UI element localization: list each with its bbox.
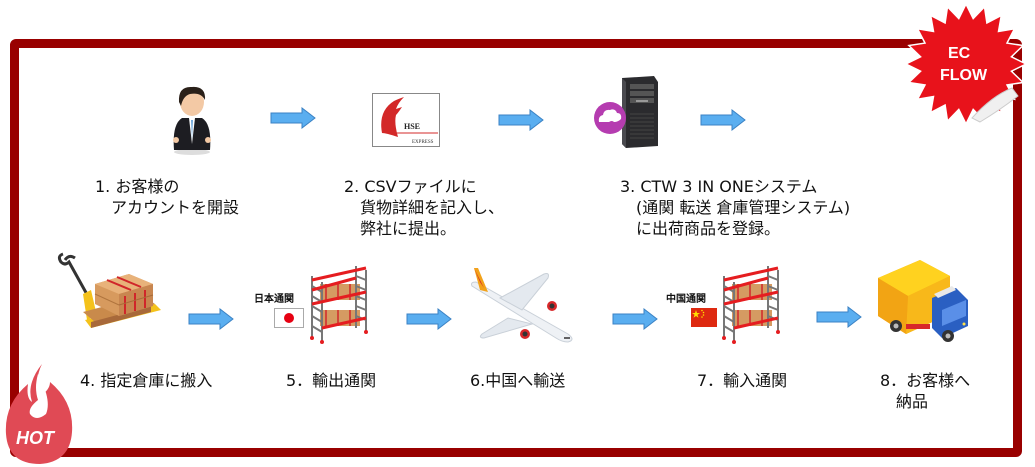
step-2-line-2: 貨物詳細を記入し、 (344, 198, 505, 217)
pallet-jack-icon (57, 252, 161, 328)
step-1-line-2: アカウントを開設 (95, 198, 240, 217)
ec-flow-text-line-1: EC (948, 45, 971, 62)
cloud-server-icon (594, 76, 658, 148)
hse-logo-subtext: EXPRESS (412, 140, 434, 145)
arrow-1-to-2-icon (270, 107, 316, 129)
step-5-line-1: 5．輸出通関 (286, 371, 377, 390)
hot-flame-badge: HOT (5, 364, 73, 464)
japan-customs-caption: 日本通関 (254, 294, 294, 305)
arrow-2-to-3-icon (498, 109, 544, 131)
airplane-icon (471, 268, 573, 343)
hot-text: HOT (16, 428, 56, 448)
step-5-label: 5．輸出通関 (286, 370, 376, 391)
step-6-label: 6.中国へ輸送 (470, 370, 565, 391)
step-3-line-1: 3. CTW 3 IN ONEシステム (620, 177, 818, 196)
businessman-icon (173, 86, 211, 155)
step-2-line-3: 弊社に提出。 (344, 219, 457, 238)
hse-logo-text: HSE (404, 122, 420, 131)
step-2-line-1: 2. CSVファイルに (344, 177, 477, 196)
step-4-label: 4. 指定倉庫に搬入 (80, 370, 212, 391)
step-2-label: 2. CSVファイルに 貨物詳細を記入し、 弊社に提出。 (344, 176, 504, 239)
ec-flow-starburst-badge: EC FLOW (904, 2, 1028, 125)
step-7-line-1: 7．輸入通関 (697, 371, 788, 390)
delivery-truck-icon (878, 260, 968, 342)
flow-frame (10, 39, 1022, 457)
step-1-label: 1. お客様の アカウントを開設 (95, 176, 239, 218)
starburst-shape (904, 2, 1028, 125)
arrow-7-to-8-icon (816, 306, 862, 328)
warehouse-rack-icon (722, 266, 780, 344)
warehouse-rack-icon (310, 266, 368, 344)
china-customs-caption: 中国通関 (666, 294, 706, 305)
ec-flow-text-line-2: FLOW (940, 67, 988, 84)
china-flag-icon (691, 308, 717, 327)
japan-flag-icon (274, 308, 304, 328)
step-8-label: 8．お客様へ 納品 (880, 370, 970, 412)
step-3-label: 3. CTW 3 IN ONEシステム (通関 転送 倉庫管理システム) に出荷… (620, 176, 850, 239)
arrow-4-to-5-icon (188, 308, 234, 330)
step-3-line-2: (通関 転送 倉庫管理システム) (620, 198, 851, 217)
step-3-line-3: に出荷商品を登録。 (620, 219, 781, 238)
arrow-5-to-6-icon (406, 308, 452, 330)
step-6-line-1: 6.中国へ輸送 (470, 371, 566, 390)
hse-express-logo: HSE EXPRESS (372, 93, 440, 147)
step-8-line-2: 納品 (880, 392, 929, 411)
step-7-label: 7．輸入通関 (697, 370, 787, 391)
arrow-3-to-4-icon (700, 109, 746, 131)
step-1-line-1: 1. お客様の (95, 177, 180, 196)
step-4-line-1: 4. 指定倉庫に搬入 (80, 371, 213, 390)
step-8-line-1: 8．お客様へ (880, 371, 971, 390)
arrow-6-to-7-icon (612, 308, 658, 330)
